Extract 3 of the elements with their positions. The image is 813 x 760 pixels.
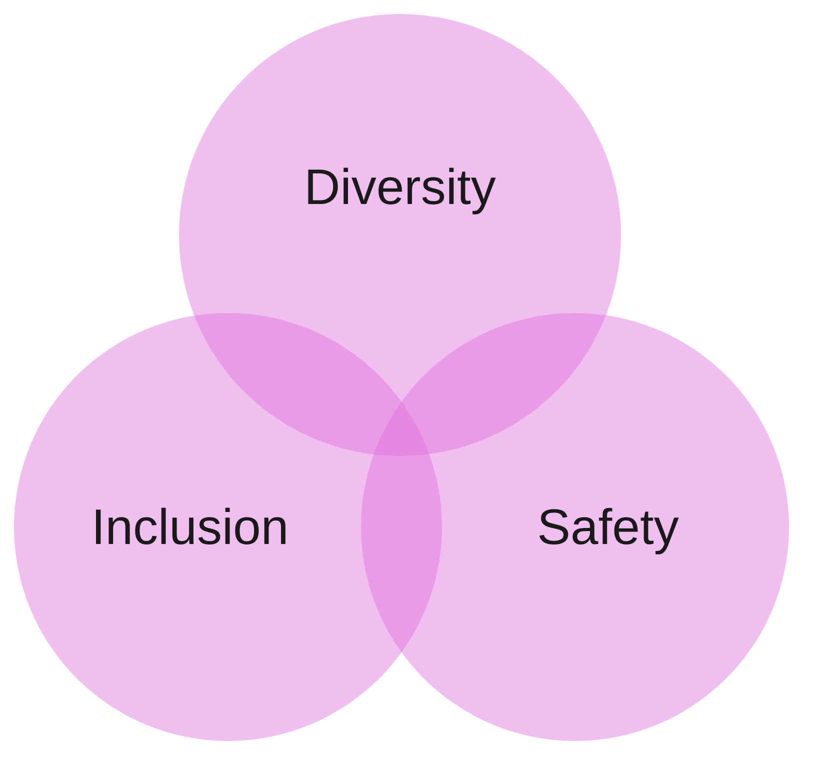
set-label: Diversity	[304, 158, 496, 216]
set-label: Safety	[537, 498, 679, 556]
set-label: Inclusion	[91, 498, 289, 556]
